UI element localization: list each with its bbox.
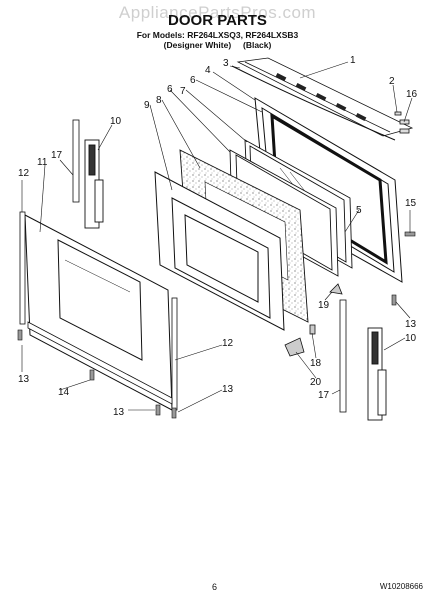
callout-10: 10 [110, 116, 122, 127]
callout-14: 14 [58, 387, 70, 398]
callout-10b: 10 [405, 333, 417, 344]
part-side-trim-right [171, 297, 178, 411]
part-hinge-right [367, 327, 387, 421]
page-title: DOOR PARTS [168, 12, 267, 29]
callout-3: 3 [223, 58, 229, 69]
callout-6b: 6 [167, 84, 173, 95]
part-bottom-trim [27, 321, 173, 405]
part-hinge-left [84, 139, 104, 229]
callout-19: 19 [318, 300, 330, 311]
callout-2: 2 [389, 76, 395, 87]
leader-lines [21, 61, 413, 413]
callout-13c: 13 [222, 384, 234, 395]
callout-15: 15 [405, 198, 417, 209]
part-top-vent-trim [236, 57, 414, 137]
callout-7: 7 [180, 86, 186, 97]
part-door-frame [154, 171, 285, 331]
callout-18: 18 [310, 358, 322, 369]
part-hinge-bracket [284, 283, 343, 357]
page-number: 6 [212, 582, 218, 592]
part-trim-strip [231, 65, 396, 141]
callout-5: 5 [356, 205, 362, 216]
callout-13a: 13 [18, 374, 30, 385]
callout-13b: 13 [113, 407, 125, 418]
part-hinge-strip-right [339, 299, 347, 413]
part-side-trim-left [19, 211, 26, 325]
callout-6: 6 [190, 75, 196, 86]
callout-11: 11 [37, 157, 48, 168]
callout-9: 9 [144, 100, 150, 111]
callout-17: 17 [51, 150, 63, 161]
models-line: For Models: RF264LXSQ3, RF264LXSB3 [136, 30, 299, 40]
model-list: For Models: RF264LXSQ3, RF264LXSB3 (Desi… [0, 30, 435, 50]
callout-13d: 13 [405, 319, 417, 330]
variants-line: (Designer White) (Black) [163, 40, 272, 50]
callout-12: 12 [18, 168, 30, 179]
callout-17b: 17 [318, 390, 330, 401]
part-hinge-strip-left [72, 119, 80, 203]
callout-20: 20 [310, 377, 322, 388]
callout-12b: 12 [222, 338, 234, 349]
part-outer-door-panel [24, 214, 173, 411]
callout-1: 1 [350, 55, 356, 66]
callout-16: 16 [406, 89, 418, 100]
watermark: AppliancePartsPros.com [118, 3, 317, 22]
document-number: W10208666 [379, 582, 423, 591]
callout-labels: 1 2 16 3 4 5 6 7 8 9 6 10 17 11 12 13 14… [18, 55, 418, 418]
part-screws [17, 231, 416, 419]
callout-8: 8 [156, 95, 162, 106]
callout-4: 4 [205, 65, 211, 76]
